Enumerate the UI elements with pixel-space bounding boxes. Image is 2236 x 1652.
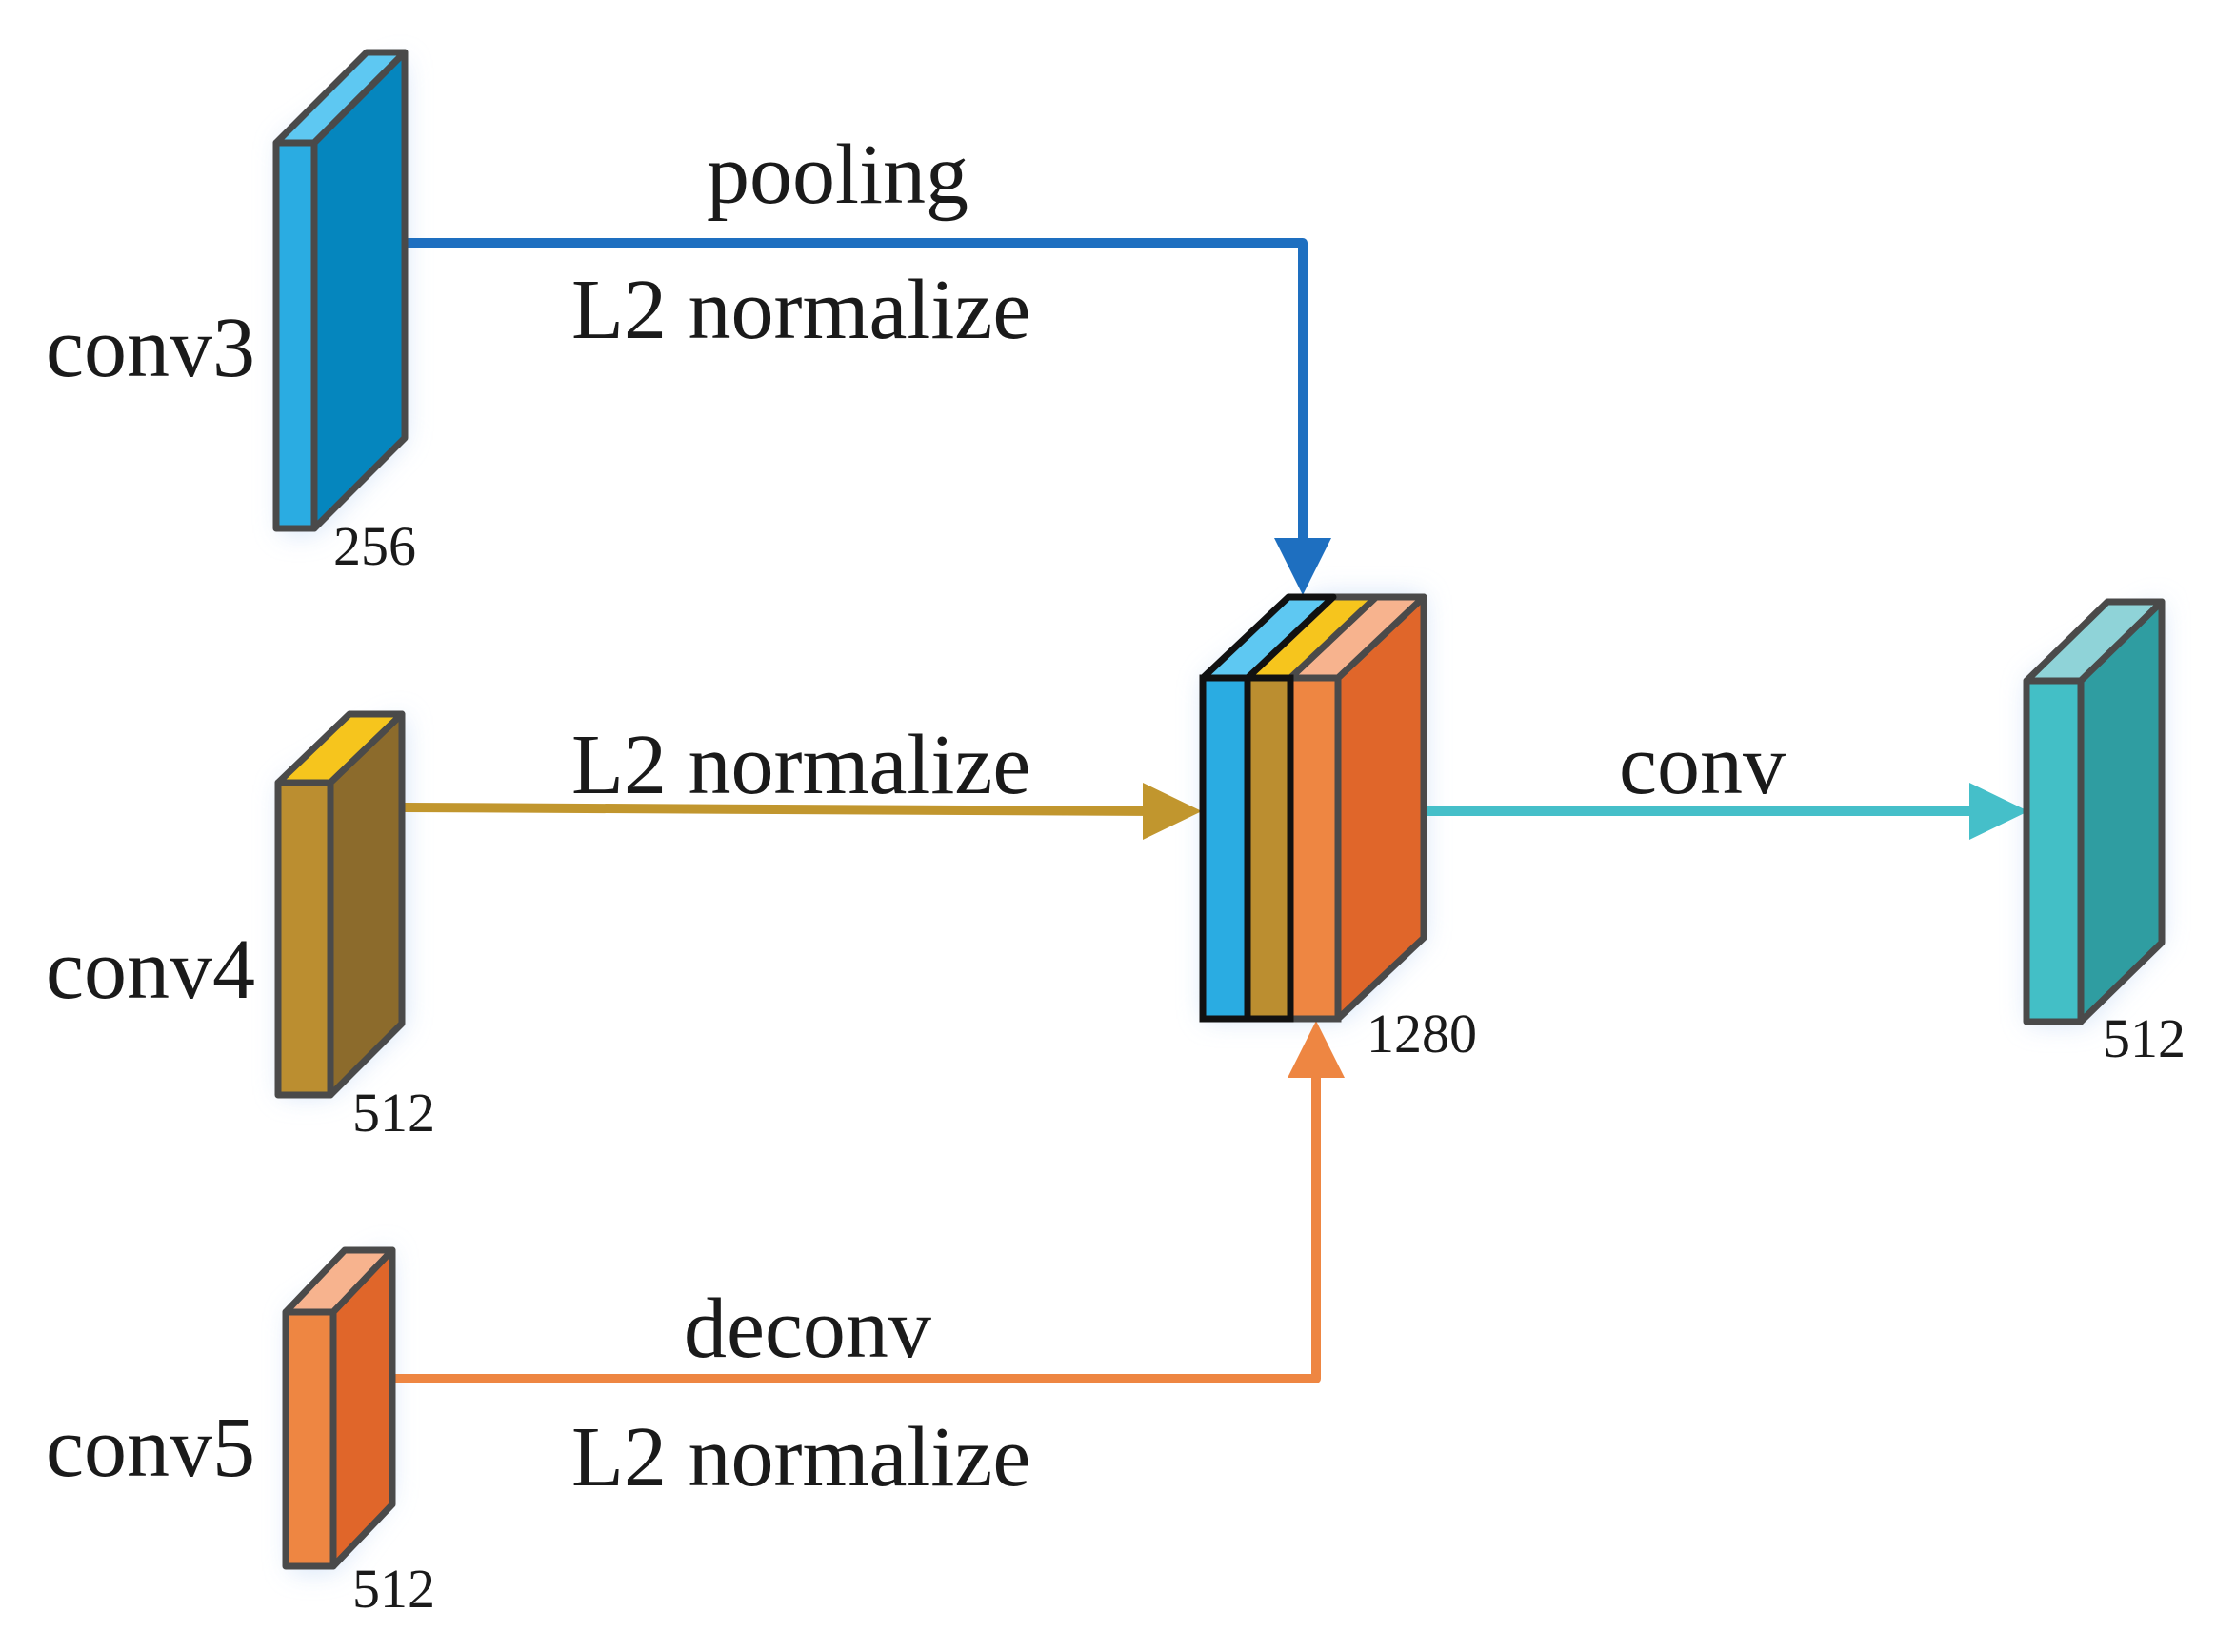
arrow-conv3-to-concat: [400, 238, 1331, 595]
conv3-edge-bottom-label: L2 normalize: [571, 263, 1030, 357]
output-edge-label: conv: [1619, 718, 1786, 812]
block-front-orange: [1287, 674, 1342, 1023]
conv4-channels: 512: [352, 1082, 435, 1144]
block-front: [2023, 677, 2085, 1025]
conv4-block: [274, 710, 406, 1099]
conv5-label: conv5: [46, 1401, 255, 1495]
arrowhead: [1274, 538, 1331, 595]
block-front: [272, 139, 318, 532]
arrowhead: [1288, 1021, 1345, 1078]
arrowhead: [1969, 783, 2028, 840]
arrow-conv4-to-concat: [400, 783, 1202, 840]
conv3-edge-top-label: pooling: [707, 128, 968, 222]
concat-block: [1199, 593, 1427, 1023]
concat-channels: 1280: [1367, 1003, 1477, 1065]
block-front-blue: [1199, 674, 1251, 1023]
conv3-block: [272, 49, 409, 532]
block-side: [2077, 598, 2166, 1025]
block-side: [327, 710, 406, 1099]
conv3-label: conv3: [46, 301, 255, 395]
conv4-edge-label: L2 normalize: [571, 718, 1030, 812]
conv5-block: [282, 1246, 396, 1570]
block-front-gold: [1244, 674, 1294, 1023]
block-front: [274, 779, 334, 1099]
conv3-channels: 256: [333, 515, 416, 577]
arrow-concat-to-output: [1422, 783, 2028, 840]
conv5-edge-top-label: deconv: [684, 1282, 931, 1376]
output-block: [2023, 598, 2166, 1025]
output-channels: 512: [2103, 1007, 2186, 1069]
block-front: [282, 1308, 337, 1570]
arrowhead: [1143, 783, 1202, 840]
conv5-edge-bottom-label: L2 normalize: [571, 1410, 1030, 1504]
conv4-label: conv4: [46, 923, 255, 1017]
arrow-conv5-to-concat: [390, 1021, 1345, 1383]
conv5-channels: 512: [352, 1558, 435, 1620]
